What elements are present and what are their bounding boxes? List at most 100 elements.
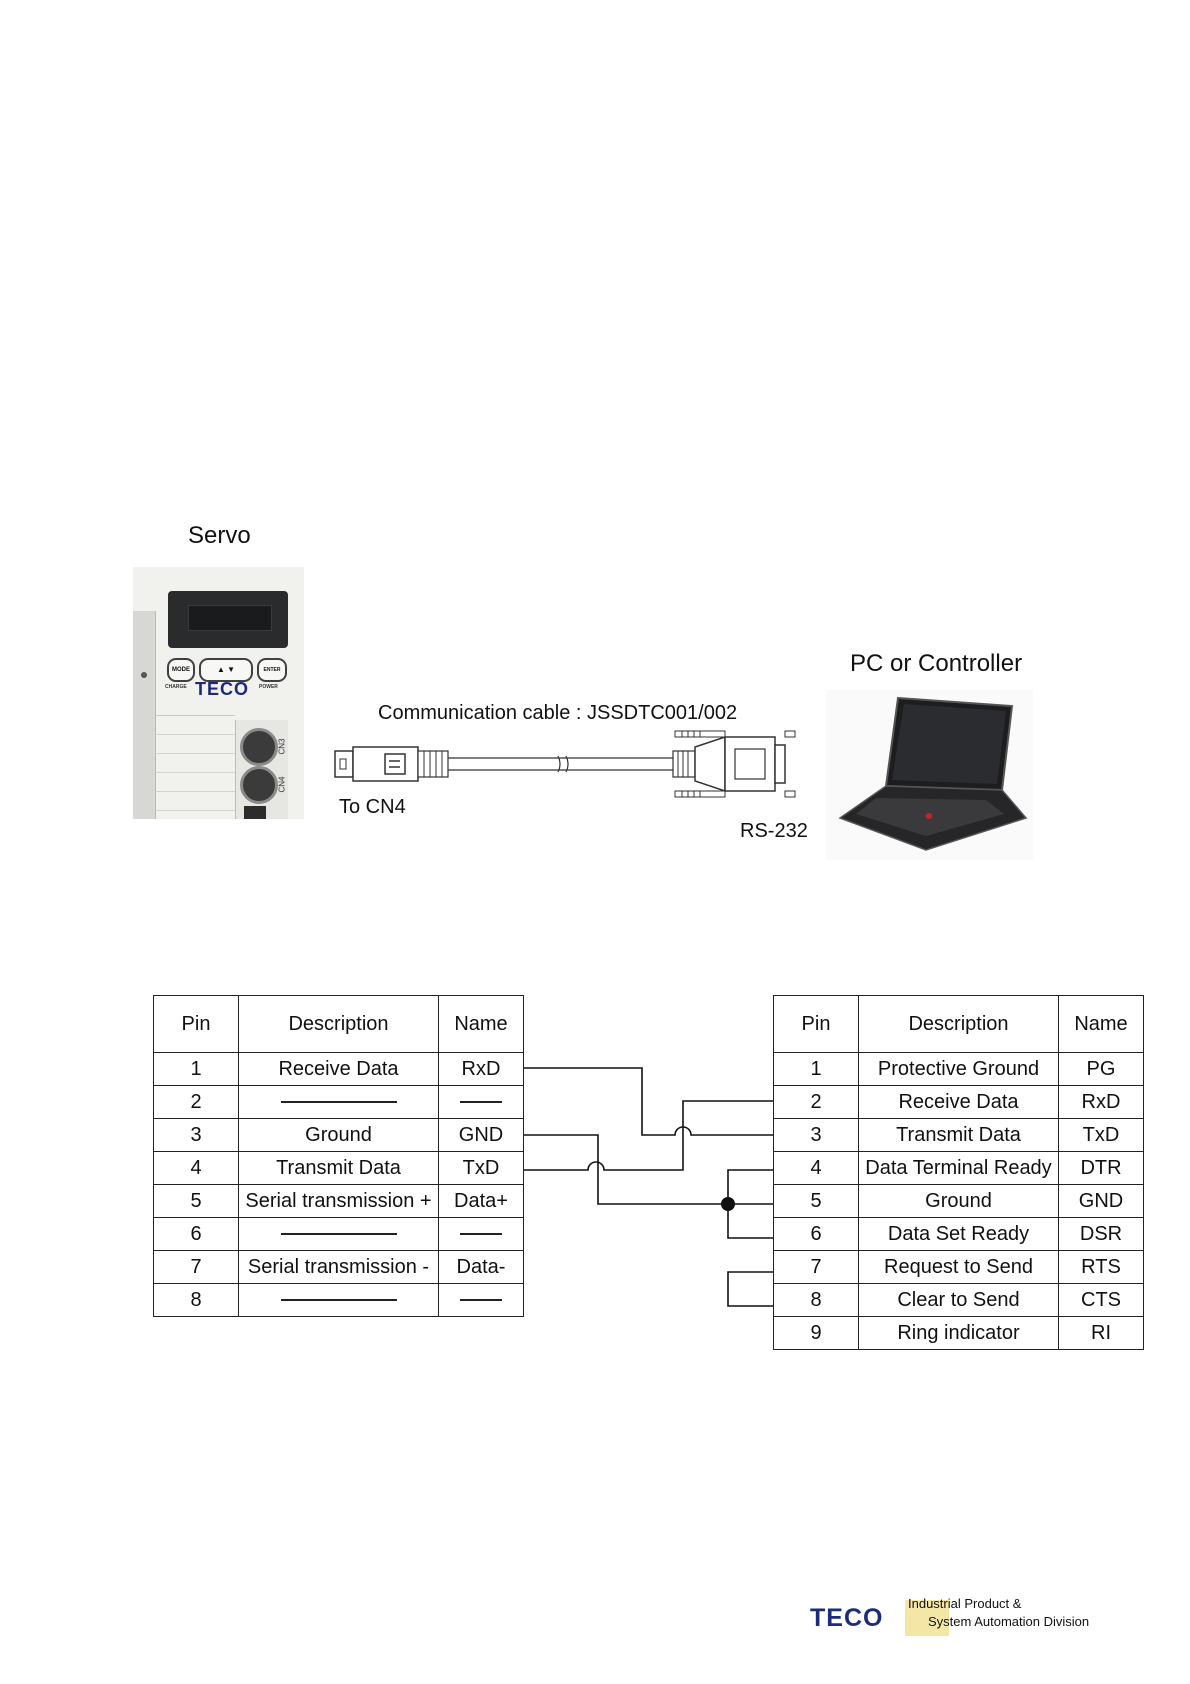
pin-cell: 9 — [773, 1316, 859, 1350]
table-row: 5 Serial transmission + Data+ — [153, 1184, 524, 1218]
table-row: 6 — [153, 1217, 524, 1251]
name-cell: GND — [1058, 1184, 1144, 1218]
name-cell: RI — [1058, 1316, 1144, 1350]
mini-din-plug-tip — [334, 750, 354, 778]
name-cell: CTS — [1058, 1283, 1144, 1317]
description-cell: Receive Data — [858, 1085, 1059, 1119]
description-cell: Transmit Data — [858, 1118, 1059, 1152]
description-cell: Data Terminal Ready — [858, 1151, 1059, 1185]
unused-dash — [460, 1233, 502, 1235]
footer-logo: TECO Industrial Product & System Automat… — [810, 1596, 1100, 1640]
name-cell: RTS — [1058, 1250, 1144, 1284]
pin-cell: 1 — [153, 1052, 239, 1086]
db9-screw-bottom — [674, 790, 796, 798]
name-cell: DSR — [1058, 1217, 1144, 1251]
header-description: Description — [238, 995, 439, 1053]
name-cell: GND — [438, 1118, 524, 1152]
name-cell: RxD — [438, 1052, 524, 1086]
power-label: POWER — [259, 684, 278, 690]
screw-icon — [141, 672, 147, 678]
servo-display — [168, 591, 288, 648]
up-down-keys: ▲ ▼ — [199, 658, 253, 682]
description-cell: Ground — [858, 1184, 1059, 1218]
table-row: 8 — [153, 1283, 524, 1317]
plug-arrow-icon — [384, 753, 406, 775]
table-header-row: Pin Description Name — [773, 995, 1144, 1053]
seven-segment-display — [188, 605, 272, 631]
table-row: 2 — [153, 1085, 524, 1119]
pin-cell: 4 — [153, 1151, 239, 1185]
header-name: Name — [438, 995, 524, 1053]
pin-cell: 1 — [773, 1052, 859, 1086]
description-cell — [238, 1085, 439, 1119]
communication-cable — [334, 730, 796, 798]
up-arrow-icon: ▲ — [216, 665, 225, 674]
pin-cell: 3 — [773, 1118, 859, 1152]
servo-drive-image: MODE ▲ ▼ ENTER CHARGE TECO POWER CN3 CN4 — [133, 567, 304, 819]
pin-cell: 3 — [153, 1118, 239, 1152]
db9-shell — [694, 735, 726, 793]
description-cell: Protective Ground — [858, 1052, 1059, 1086]
ground-junction-dot — [721, 1197, 735, 1211]
header-pin: Pin — [773, 995, 859, 1053]
pin-cell: 2 — [773, 1085, 859, 1119]
description-cell: Ground — [238, 1118, 439, 1152]
servo-keypad: MODE ▲ ▼ ENTER — [167, 658, 291, 682]
description-cell: Transmit Data — [238, 1151, 439, 1185]
description-cell: Request to Send — [858, 1250, 1059, 1284]
header-pin: Pin — [153, 995, 239, 1053]
charge-label: CHARGE — [165, 684, 187, 690]
footer-line2: System Automation Division — [928, 1614, 1090, 1629]
pc-label: PC or Controller — [850, 650, 1023, 677]
rs232-label: RS-232 — [740, 820, 808, 842]
name-cell: TxD — [1058, 1118, 1144, 1152]
name-cell: Data+ — [438, 1184, 524, 1218]
description-cell — [238, 1217, 439, 1251]
strain-relief — [417, 750, 449, 778]
db9-connector — [724, 736, 776, 792]
unused-dash — [460, 1299, 502, 1301]
header-description: Description — [858, 995, 1059, 1053]
unused-dash — [280, 1101, 397, 1103]
description-cell: Serial transmission - — [238, 1250, 439, 1284]
cable-break-mark — [557, 755, 569, 773]
enter-key: ENTER — [257, 658, 287, 682]
wire-rts-cts-loop — [727, 1271, 773, 1307]
unused-dash — [280, 1299, 397, 1301]
description-cell: Ring indicator — [858, 1316, 1059, 1350]
servo-brand-logo: TECO — [195, 679, 250, 699]
name-cell — [438, 1217, 524, 1251]
description-cell: Receive Data — [238, 1052, 439, 1086]
pin-cell: 7 — [153, 1250, 239, 1284]
wire-txd-to-rxd — [524, 1100, 773, 1171]
wire-gnd-to-gnd — [524, 1134, 773, 1205]
pin-cell: 4 — [773, 1151, 859, 1185]
description-cell: Clear to Send — [858, 1283, 1059, 1317]
cn4-port — [240, 766, 278, 804]
table-row: 7 Serial transmission - Data- — [153, 1250, 524, 1284]
unused-dash — [460, 1101, 502, 1103]
pin-cell: 5 — [153, 1184, 239, 1218]
pin-cell: 2 — [153, 1085, 239, 1119]
cn3-port — [240, 728, 278, 766]
description-cell: Serial transmission + — [238, 1184, 439, 1218]
pin-cell: 5 — [773, 1184, 859, 1218]
servo-label: Servo — [188, 522, 251, 549]
name-cell: Data- — [438, 1250, 524, 1284]
description-cell: Data Set Ready — [858, 1217, 1059, 1251]
pin-cell: 8 — [153, 1283, 239, 1317]
servo-pin-table: Pin Description Name 1 Receive Data RxD … — [153, 995, 524, 1317]
table-row: 1 Receive Data RxD — [153, 1052, 524, 1086]
cn3-label: CN3 — [277, 738, 287, 755]
name-cell — [438, 1283, 524, 1317]
